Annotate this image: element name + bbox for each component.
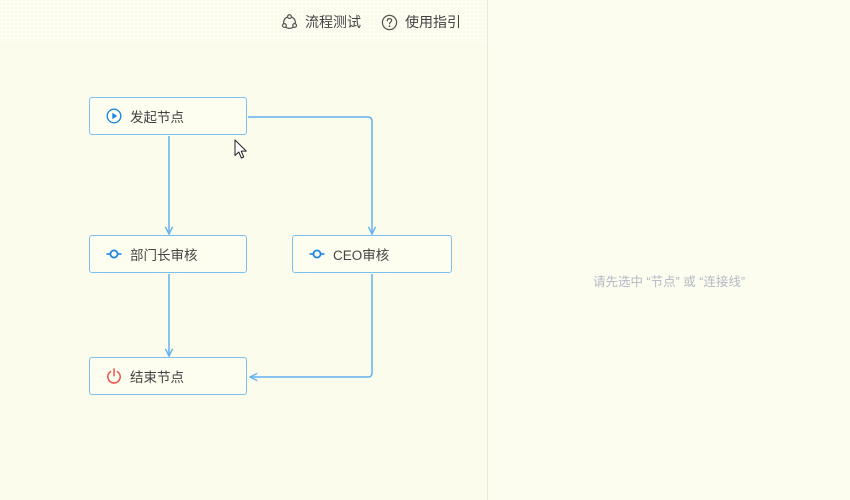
empty-selection-hint: 请先选中 “节点” 或 “连接线”	[592, 275, 746, 289]
start-node-label: 发起节点	[130, 110, 184, 125]
flow-test-button[interactable]: 流程测试	[281, 12, 361, 32]
edge-start-to-ceo[interactable]	[248, 116, 372, 234]
dept-approval-node[interactable]: 部门长审核	[89, 235, 247, 273]
flow-edges	[0, 116, 487, 500]
ceo-approval-node[interactable]: CEO审核	[292, 235, 452, 273]
canvas-toolbar: 流程测试 使用指引	[0, 0, 487, 44]
share-nodes-icon	[281, 13, 298, 29]
mouse-pointer-icon	[234, 139, 247, 159]
help-circle-icon	[381, 14, 398, 30]
flow-test-label: 流程测试	[305, 14, 361, 30]
user-guide-label: 使用指引	[405, 14, 461, 30]
approval-node-icon	[309, 246, 325, 262]
dept-approval-label: 部门长审核	[130, 248, 198, 263]
start-node[interactable]: 发起节点	[89, 97, 247, 135]
approval-node-icon	[106, 246, 122, 262]
ceo-approval-label: CEO审核	[333, 248, 390, 263]
end-node[interactable]: 结束节点	[89, 357, 247, 395]
play-circle-icon	[106, 108, 122, 124]
power-icon	[106, 368, 122, 384]
end-node-label: 结束节点	[130, 370, 184, 385]
flow-canvas[interactable]: 流程测试 使用指引	[0, 0, 488, 500]
edge-ceo-to-end[interactable]	[250, 274, 373, 377]
user-guide-button[interactable]: 使用指引	[381, 12, 461, 32]
properties-panel: 请先选中 “节点” 或 “连接线”	[488, 0, 850, 500]
